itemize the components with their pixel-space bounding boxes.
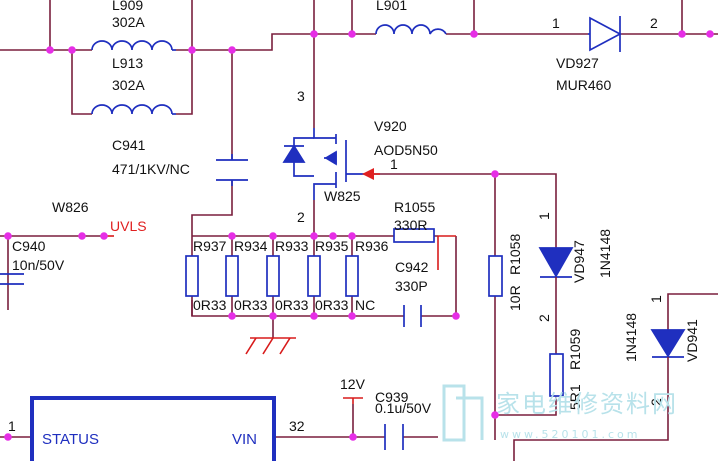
w825-label: W825 — [324, 188, 361, 204]
c942-capacitor — [403, 305, 422, 327]
v920-mosfet — [282, 128, 380, 200]
c941-capacitor — [216, 154, 248, 186]
r934-resistor — [225, 255, 239, 297]
watermark-text: 家电维修资料网 — [496, 390, 678, 418]
r936-value: NC — [355, 297, 375, 313]
c940-capacitor — [0, 273, 24, 285]
vd927-ref: VD927 — [556, 55, 599, 71]
r936-resistor — [345, 255, 359, 297]
c941-ref: C941 — [112, 137, 146, 153]
vd941-value: 1N4148 — [623, 313, 639, 362]
v920-pin3: 3 — [297, 88, 305, 104]
r933-resistor — [266, 255, 280, 297]
v920-pin1: 1 — [390, 156, 398, 172]
ic-pin1: 1 — [8, 418, 16, 434]
w826-label: W826 — [52, 199, 89, 215]
c939-ref: C939 — [375, 389, 409, 405]
vd947-pin2: 2 — [536, 314, 552, 322]
r1058-ref: R1058 — [507, 234, 523, 275]
r935-resistor — [307, 255, 321, 297]
vd941-pin1: 1 — [648, 295, 664, 303]
ic-body — [30, 396, 276, 461]
r1055-resistor — [393, 228, 435, 243]
c940-ref: C940 — [12, 238, 46, 254]
r937-value: 0R33 — [193, 297, 227, 313]
r936-ref: R936 — [355, 238, 389, 254]
l909-inductor — [91, 40, 176, 51]
r1059-value: 5R1 — [567, 384, 583, 410]
supply-12v-label: 12V — [340, 376, 366, 392]
vd941-diode — [650, 310, 686, 380]
r1055-value: 330R — [394, 217, 427, 233]
ic-vin-pin-label: VIN — [232, 431, 257, 448]
c939-value: 0.1u/50V — [375, 400, 432, 416]
l909-value: 302A — [112, 14, 145, 30]
ic-status-pin-label: STATUS — [42, 431, 99, 448]
r933-value: 0R33 — [275, 297, 309, 313]
r1058-value: 10R — [507, 285, 523, 311]
r1055-ref: R1055 — [394, 199, 435, 215]
l901-inductor — [375, 24, 447, 35]
r937-resistor — [185, 255, 199, 297]
supply-12v-symbol — [343, 397, 363, 404]
l909-ref: L909 — [112, 0, 143, 13]
vd927-value: MUR460 — [556, 77, 611, 93]
r937-ref: R937 — [193, 238, 227, 254]
l913-value: 302A — [112, 77, 145, 93]
vd927-pin2: 2 — [650, 15, 658, 31]
r935-ref: R935 — [315, 238, 349, 254]
r1059-resistor — [549, 353, 564, 397]
vd927-diode — [588, 16, 622, 52]
c939-capacitor — [384, 424, 404, 450]
r934-value: 0R33 — [234, 297, 268, 313]
c941-value: 471/1KV/NC — [112, 161, 190, 177]
c942-value: 330P — [395, 278, 428, 294]
vd927-pin1: 1 — [552, 15, 560, 31]
ground-symbol — [245, 337, 296, 355]
c942-ref: C942 — [395, 259, 429, 275]
uvls-net-label: UVLS — [110, 218, 147, 234]
vd947-diode — [538, 200, 574, 300]
r935-value: 0R33 — [315, 297, 349, 313]
l913-inductor — [91, 104, 176, 115]
vd941-pin2: 2 — [648, 398, 664, 406]
v920-ref: V920 — [374, 118, 407, 134]
v920-pin2: 2 — [297, 209, 305, 225]
ic-pin32: 32 — [289, 418, 305, 434]
watermark: 家电维修资料网 www.520101.com — [442, 384, 678, 442]
r1058-resistor — [488, 255, 503, 297]
vd947-ref: VD947 — [571, 240, 587, 283]
junction-dots — [4, 30, 714, 441]
vd947-pin1: 1 — [536, 212, 552, 220]
v920-value: AOD5N50 — [374, 142, 438, 158]
watermark-url: www.520101.com — [500, 428, 640, 441]
component-labels: L909 302A L913 302A L901 1 2 VD927 MUR46… — [8, 0, 700, 448]
r933-ref: R933 — [275, 238, 309, 254]
l901-ref: L901 — [376, 0, 407, 13]
resistor-bank — [185, 236, 359, 316]
r934-ref: R934 — [234, 238, 268, 254]
vd941-ref: VD941 — [684, 319, 700, 362]
c940-value: 10n/50V — [12, 257, 65, 273]
l913-ref: L913 — [112, 55, 143, 71]
r1059-ref: R1059 — [567, 329, 583, 370]
vd947-value: 1N4148 — [597, 229, 613, 278]
